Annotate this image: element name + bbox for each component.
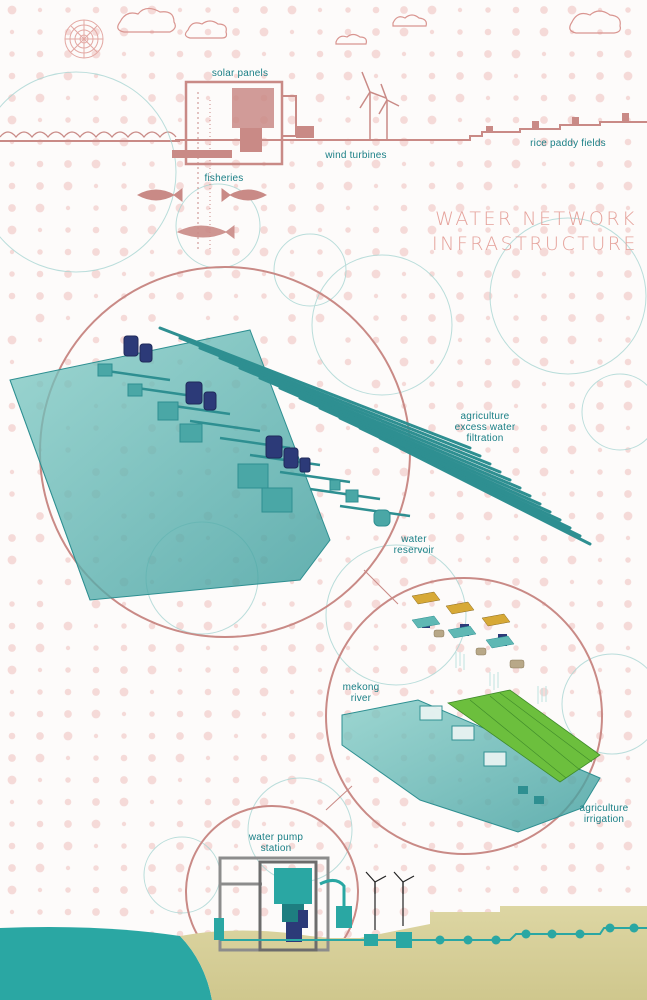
mandala-ornament [64, 19, 104, 59]
label-water-reservoir: water reservoir [384, 534, 444, 556]
filtration-pipe-grid [99, 326, 592, 546]
label-water-reservoir-line2: reservoir [393, 545, 435, 556]
label-water-pump-station: water pump station [236, 832, 316, 854]
label-fisheries-text: fisheries [204, 173, 244, 184]
wind-turbine-elevation [359, 71, 400, 140]
pump-station-building [214, 856, 378, 952]
fish-ornaments [136, 188, 268, 239]
label-agriculture-irrigation-line1: agriculture [579, 803, 629, 814]
label-agriculture-filtration-line3: filtration [466, 433, 504, 444]
solar-panel-building [172, 80, 314, 250]
label-fisheries: fisheries [194, 173, 254, 184]
irrigation-zoom-circle [325, 577, 603, 855]
underground-water-pipeline [378, 923, 647, 948]
label-wind-turbines: wind turbines [316, 150, 396, 161]
rice-paddy-huts [486, 113, 629, 132]
label-agriculture-filtration: agriculture excess water filtration [440, 411, 530, 444]
label-rice-paddy-fields: rice paddy fields [518, 138, 618, 149]
diagram-title: WATER NETWORK INFRASTRUCTURE [432, 207, 637, 257]
label-mekong-river-line2: river [350, 693, 372, 704]
cloud-ornaments [117, 7, 621, 45]
wave-ornament [0, 131, 180, 142]
faint-teal-rings [0, 71, 647, 914]
label-agriculture-filtration-line2: excess water [454, 422, 516, 433]
title-line-1: WATER NETWORK [435, 208, 637, 230]
river-water [0, 927, 212, 1000]
label-mekong-river-line1: mekong [342, 682, 380, 693]
top-elevation-ground [175, 121, 647, 141]
label-water-pump-station-line1: water pump [248, 832, 304, 843]
label-agriculture-irrigation: agriculture irrigation [566, 803, 642, 825]
filtration-zoom-circle [9, 266, 411, 638]
sand-ground [180, 906, 647, 1000]
label-rice-paddy-fields-text: rice paddy fields [530, 138, 606, 149]
label-wind-turbines-text: wind turbines [325, 150, 387, 161]
label-agriculture-irrigation-line2: irrigation [583, 814, 625, 825]
title-line-2: INFRASTRUCTURE [432, 233, 638, 255]
label-solar-panels: solar panels [200, 68, 280, 79]
wind-turbines-bottom [365, 871, 415, 930]
filtration-units [97, 335, 391, 527]
label-agriculture-filtration-line1: agriculture [460, 411, 510, 422]
label-water-pump-station-line2: station [260, 843, 292, 854]
label-water-reservoir-line1: water [401, 534, 427, 545]
label-solar-panels-text: solar panels [211, 68, 269, 79]
label-mekong-river: mekong river [336, 682, 386, 704]
